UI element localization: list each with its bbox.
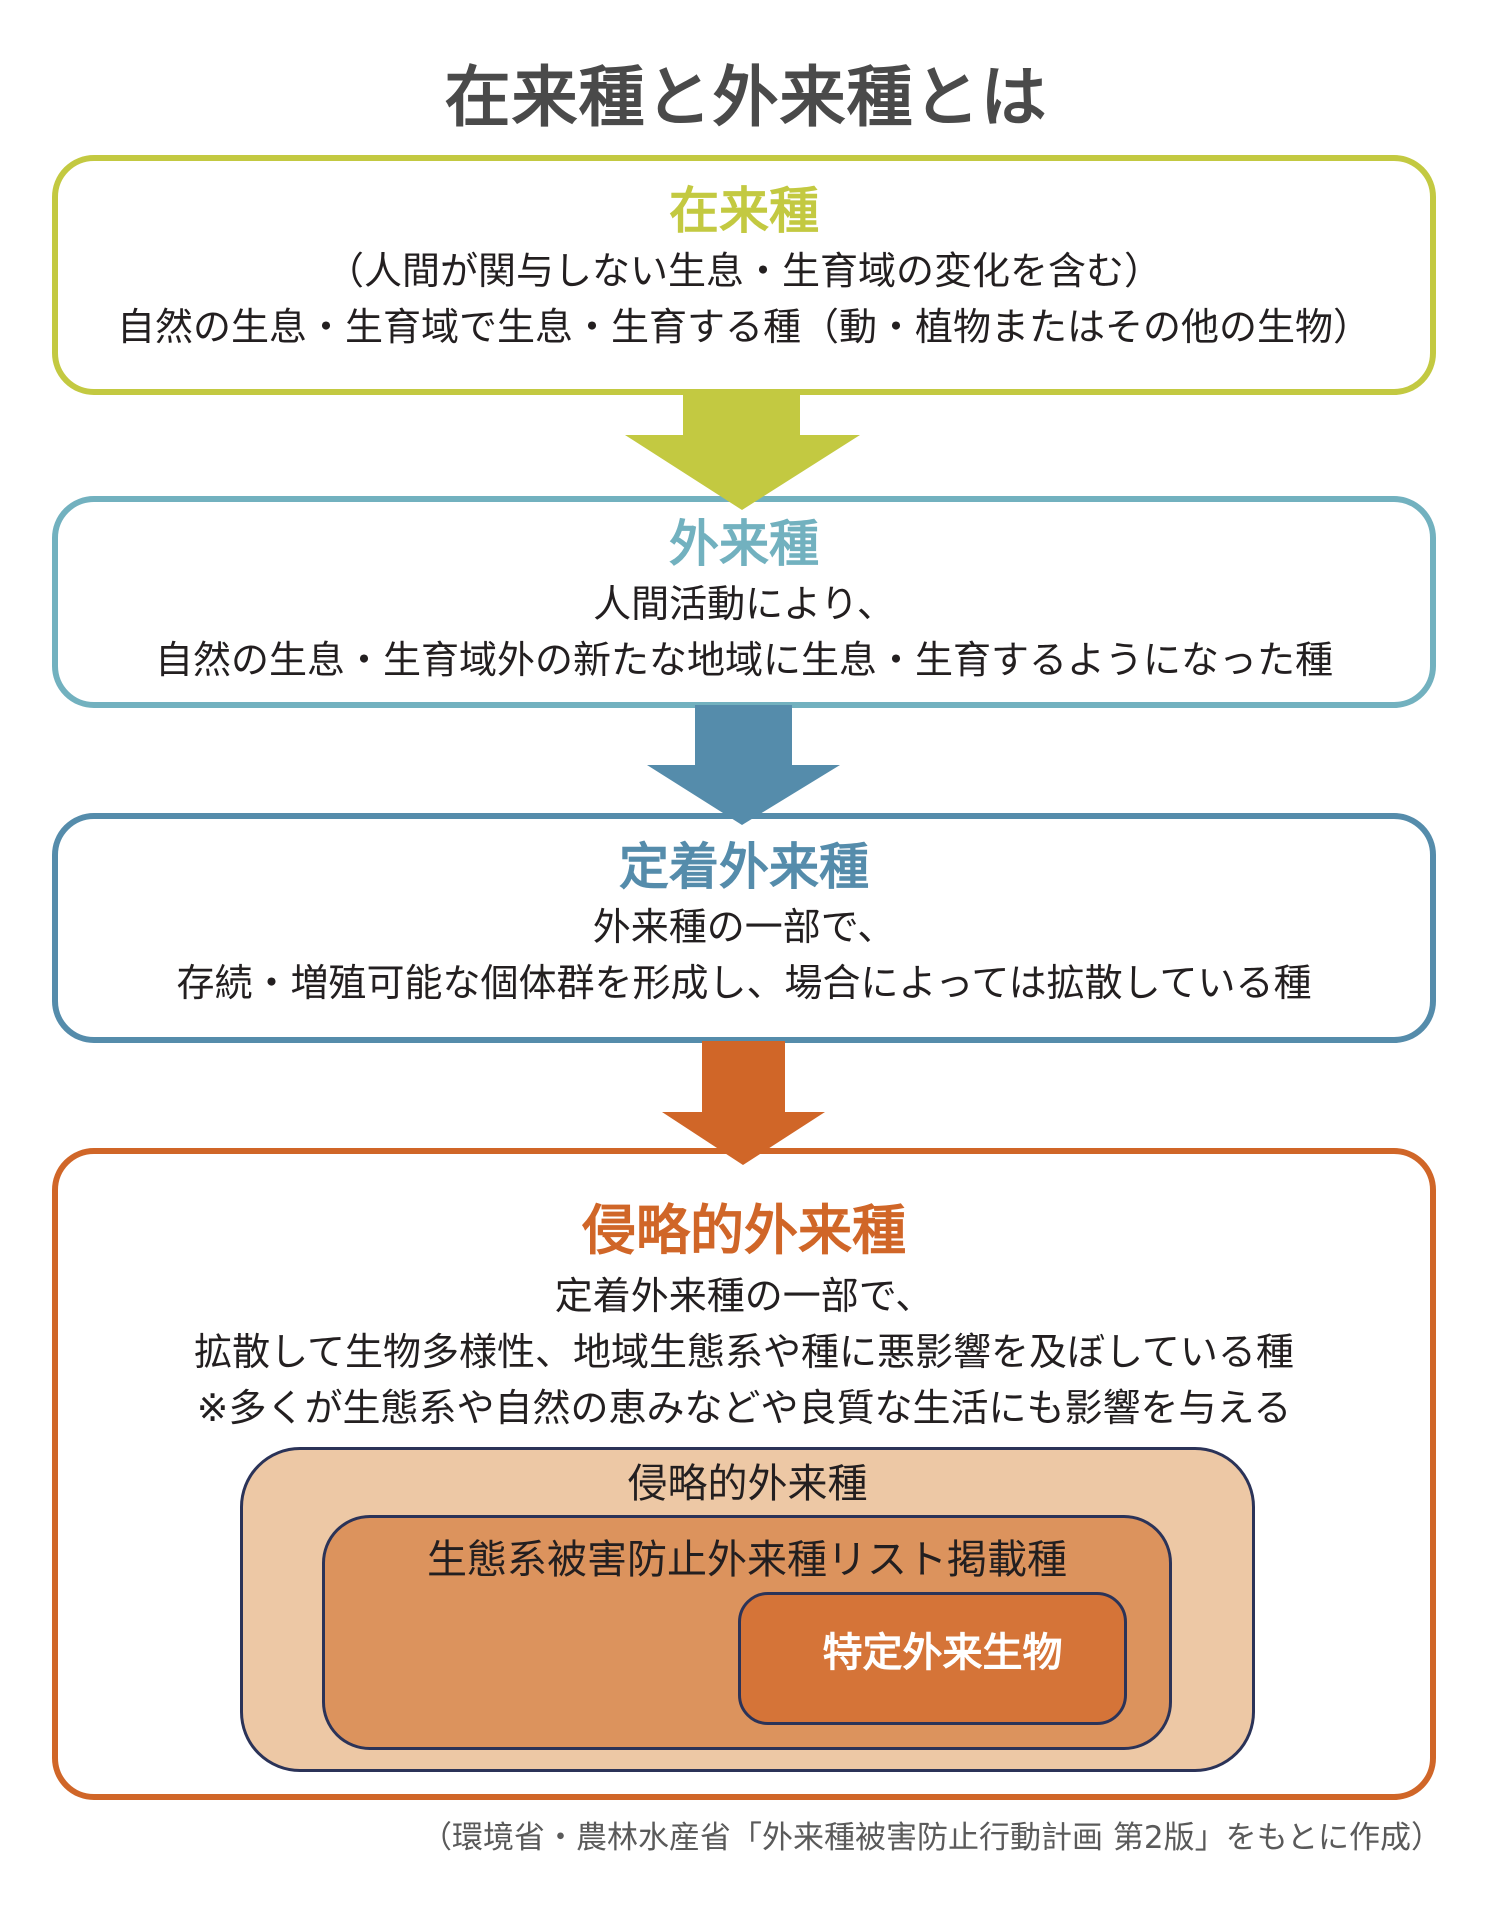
nested-specified-alien-label: 特定外来生物: [822, 1630, 1063, 1676]
alien-species-heading: 外来種: [669, 515, 819, 573]
established-alien-heading: 定着外来種: [619, 838, 869, 896]
nested-specified-alien-set: 特定外来生物: [738, 1592, 1127, 1725]
arrow-down-icon-3: [662, 1041, 825, 1165]
established-alien-line-1: 外来種の一部で、: [592, 905, 896, 949]
invasive-alien-line-1: 定着外来種の一部で、: [554, 1274, 934, 1318]
invasive-alien-note: ※多くが生態系や自然の恵みなどや良質な生活にも影響を与える: [196, 1386, 1292, 1430]
native-species-heading: 在来種: [669, 182, 819, 240]
page-title: 在来種と外来種とは: [444, 59, 1048, 136]
alien-species-box: 外来種 人間活動により、 自然の生息・生育域外の新たな地域に生息・生育するように…: [52, 496, 1436, 708]
established-alien-box: 定着外来種 外来種の一部で、 存続・増殖可能な個体群を形成し、場合によっては拡散…: [52, 813, 1436, 1043]
source-citation: （環境省・農林水産省「外来種被害防止行動計画 第2版」をもとに作成）: [421, 1820, 1442, 1856]
arrow-down-icon-2: [647, 705, 840, 825]
native-species-line-2: 自然の生息・生育域で生息・生育する種（動・植物またはその他の生物）: [116, 305, 1371, 349]
nested-invasive-alien-label: 侵略的外来種: [627, 1461, 868, 1507]
alien-species-line-2: 自然の生息・生育域外の新たな地域に生息・生育するようになった種: [154, 638, 1333, 682]
arrow-down-icon-1: [625, 392, 860, 510]
invasive-alien-heading: 侵略的外来種: [582, 1199, 906, 1262]
alien-species-line-1: 人間活動により、: [593, 582, 895, 626]
established-alien-line-2: 存続・増殖可能な個体群を形成し、場合によっては拡散している種: [176, 961, 1312, 1005]
invasive-alien-line-2: 拡散して生物多様性、地域生態系や種に悪影響を及ぼしている種: [194, 1330, 1294, 1374]
native-species-line-1: （人間が関与しない生息・生育域の変化を含む）: [325, 249, 1162, 293]
native-species-box: 在来種 （人間が関与しない生息・生育域の変化を含む） 自然の生息・生育域で生息・…: [52, 155, 1436, 395]
nested-ecosystem-damage-list-label: 生態系被害防止外来種リスト掲載種: [427, 1537, 1067, 1583]
